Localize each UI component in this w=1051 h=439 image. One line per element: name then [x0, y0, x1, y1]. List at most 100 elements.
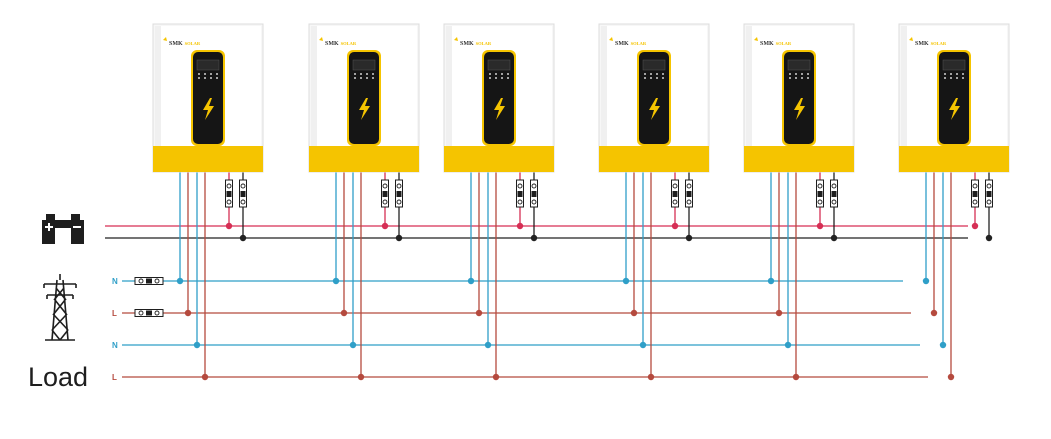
- junction-dot-grid-l: [340, 309, 348, 317]
- load-label: Load: [28, 362, 88, 392]
- junction-dot-load-l: [947, 373, 955, 381]
- inverter-lcd: [487, 59, 511, 71]
- dc-breaker-icon: [816, 179, 824, 208]
- inverter-display-panel: [637, 50, 671, 146]
- inverter-accent-band: [444, 146, 554, 172]
- inverter-accent-band: [153, 146, 263, 172]
- lightning-bolt-icon: [794, 98, 805, 120]
- junction-dot-dc-positive: [381, 222, 389, 230]
- lightning-bolt-icon: [949, 98, 960, 120]
- dc-breaker-icon: [830, 179, 838, 208]
- junction-dot-grid-n: [622, 277, 630, 285]
- grid-breaker-icon: [134, 277, 164, 285]
- junction-dot-grid-n: [767, 277, 775, 285]
- inverter-display-panel: [482, 50, 516, 146]
- junction-dot-dc-positive: [516, 222, 524, 230]
- junction-dot-load-l: [357, 373, 365, 381]
- inverter-display-panel: [937, 50, 971, 146]
- inverter-logo-icon: [454, 37, 458, 41]
- bus-wires: [105, 225, 968, 378]
- grid-n-label: N: [112, 277, 118, 286]
- inverter-lcd: [787, 59, 811, 71]
- lightning-bolt-icon: [359, 98, 370, 120]
- junction-dot-dc-positive: [816, 222, 824, 230]
- dc-breaker-icon: [381, 179, 389, 208]
- dc-breaker-icon: [985, 179, 993, 208]
- inverter-display-panel: [347, 50, 381, 146]
- inverter-accent-band: [744, 146, 854, 172]
- inverter-accent-band: [899, 146, 1009, 172]
- junction-dot-dc-negative: [239, 234, 247, 242]
- junction-dot-grid-n: [332, 277, 340, 285]
- junction-dot-load-l: [201, 373, 209, 381]
- junction-dot-load-l: [792, 373, 800, 381]
- lightning-bolt-icon: [494, 98, 505, 120]
- dc-breaker-icon: [971, 179, 979, 208]
- inverter-lcd: [196, 59, 220, 71]
- junction-dot-load-n: [349, 341, 357, 349]
- dc-breaker-icon: [225, 179, 233, 208]
- grid-breakers: [134, 277, 164, 317]
- junction-dot-dc-positive: [225, 222, 233, 230]
- junction-dot-dc-negative: [830, 234, 838, 242]
- dc-breaker-icon: [516, 179, 524, 208]
- junction-dot-grid-l: [184, 309, 192, 317]
- junction-dot-dc-negative: [395, 234, 403, 242]
- junction-dot-dc-negative: [985, 234, 993, 242]
- junction-dot-dc-positive: [971, 222, 979, 230]
- grid-breaker-icon: [134, 309, 164, 317]
- junction-dot-grid-n: [467, 277, 475, 285]
- grid-l-label: L: [112, 309, 117, 318]
- junction-dot-dc-negative: [530, 234, 538, 242]
- dc-breaker-icon: [530, 179, 538, 208]
- junction-dot-dc-positive: [671, 222, 679, 230]
- junction-dot-load-n: [193, 341, 201, 349]
- inverter-lcd: [642, 59, 666, 71]
- inverter-accent-band: [309, 146, 419, 172]
- junction-dot-grid-n: [176, 277, 184, 285]
- junction-dot-grid-l: [475, 309, 483, 317]
- junction-dot-load-l: [647, 373, 655, 381]
- inverter-display-panel: [191, 50, 225, 146]
- junction-dot-grid-l: [930, 309, 938, 317]
- dc-breaker-icon: [685, 179, 693, 208]
- junction-dot-load-l: [492, 373, 500, 381]
- junction-dot-grid-n: [922, 277, 930, 285]
- inverter-logo-icon: [609, 37, 613, 41]
- inverter-accent-band: [599, 146, 709, 172]
- inverter-logo-icon: [909, 37, 913, 41]
- dc-breaker-icon: [395, 179, 403, 208]
- lightning-bolt-icon: [649, 98, 660, 120]
- inverter-lcd: [352, 59, 376, 71]
- junction-dot-grid-l: [630, 309, 638, 317]
- junction-dot-load-n: [784, 341, 792, 349]
- load-l-label: L: [112, 373, 117, 382]
- junction-dot-load-n: [939, 341, 947, 349]
- junction-dot-load-n: [484, 341, 492, 349]
- dc-breaker-icon: [239, 179, 247, 208]
- junction-dot-grid-l: [775, 309, 783, 317]
- junction-dot-dc-negative: [685, 234, 693, 242]
- inverter-logo-icon: [754, 37, 758, 41]
- battery-icon: [42, 214, 84, 244]
